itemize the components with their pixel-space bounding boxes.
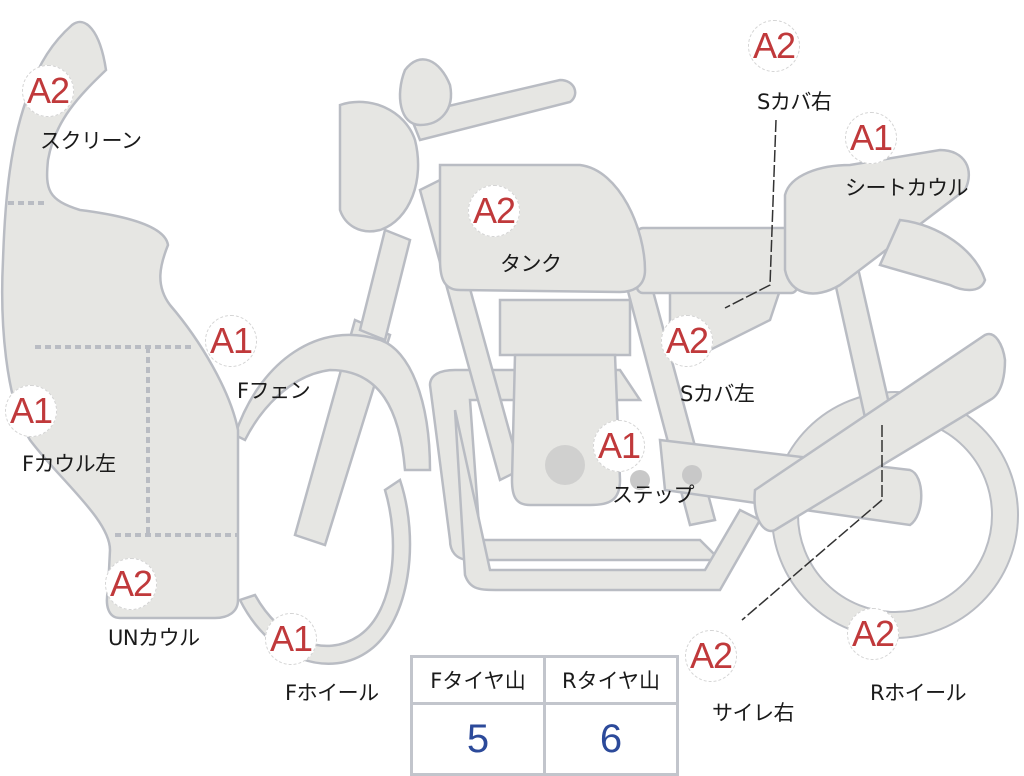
part-label: シートカウル	[845, 176, 969, 200]
grade-badge: A1	[205, 315, 257, 367]
part-label: ステップ	[612, 483, 695, 507]
grade-badge: A2	[22, 65, 74, 117]
front-tire-tread-value: 5	[410, 702, 546, 776]
tire-tread-table: Fタイヤ山 Rタイヤ山 5 6	[410, 655, 679, 776]
grade-badge: A2	[748, 20, 800, 72]
part-label: Rホイール	[870, 681, 967, 705]
grade-badge: A2	[105, 558, 157, 610]
part-label: タンク	[500, 252, 562, 276]
rear-tire-tread-header: Rタイヤ山	[543, 655, 679, 705]
part-label: Fカウル左	[22, 452, 116, 476]
silencer	[753, 332, 1007, 533]
rear-tire-tread-value: 6	[543, 702, 679, 776]
part-label: スクリーン	[40, 129, 142, 153]
grade-badge: A1	[5, 385, 57, 437]
part-label: Sカバ左	[680, 382, 755, 406]
part-label: Fホイール	[285, 681, 379, 705]
front-tire-tread-header: Fタイヤ山	[410, 655, 546, 705]
part-label: サイレ右	[712, 701, 795, 725]
grade-badge: A1	[593, 420, 645, 472]
part-label: UNカウル	[108, 626, 200, 650]
grade-badge: A2	[661, 315, 713, 367]
grade-badge: A1	[265, 613, 317, 665]
engine-top	[498, 298, 632, 357]
grade-badge: A2	[685, 630, 737, 682]
part-label: Fフェン	[237, 379, 311, 403]
engine	[510, 353, 622, 507]
headlight	[338, 100, 420, 233]
grade-badge: A1	[845, 112, 897, 164]
seat-cowl	[783, 148, 971, 295]
front-fender	[233, 333, 432, 472]
front-cowl	[0, 20, 240, 620]
front-wheel	[238, 478, 412, 665]
grade-badge: A2	[847, 608, 899, 660]
grade-badge: A2	[468, 185, 520, 237]
part-label: Sカバ右	[757, 90, 832, 114]
